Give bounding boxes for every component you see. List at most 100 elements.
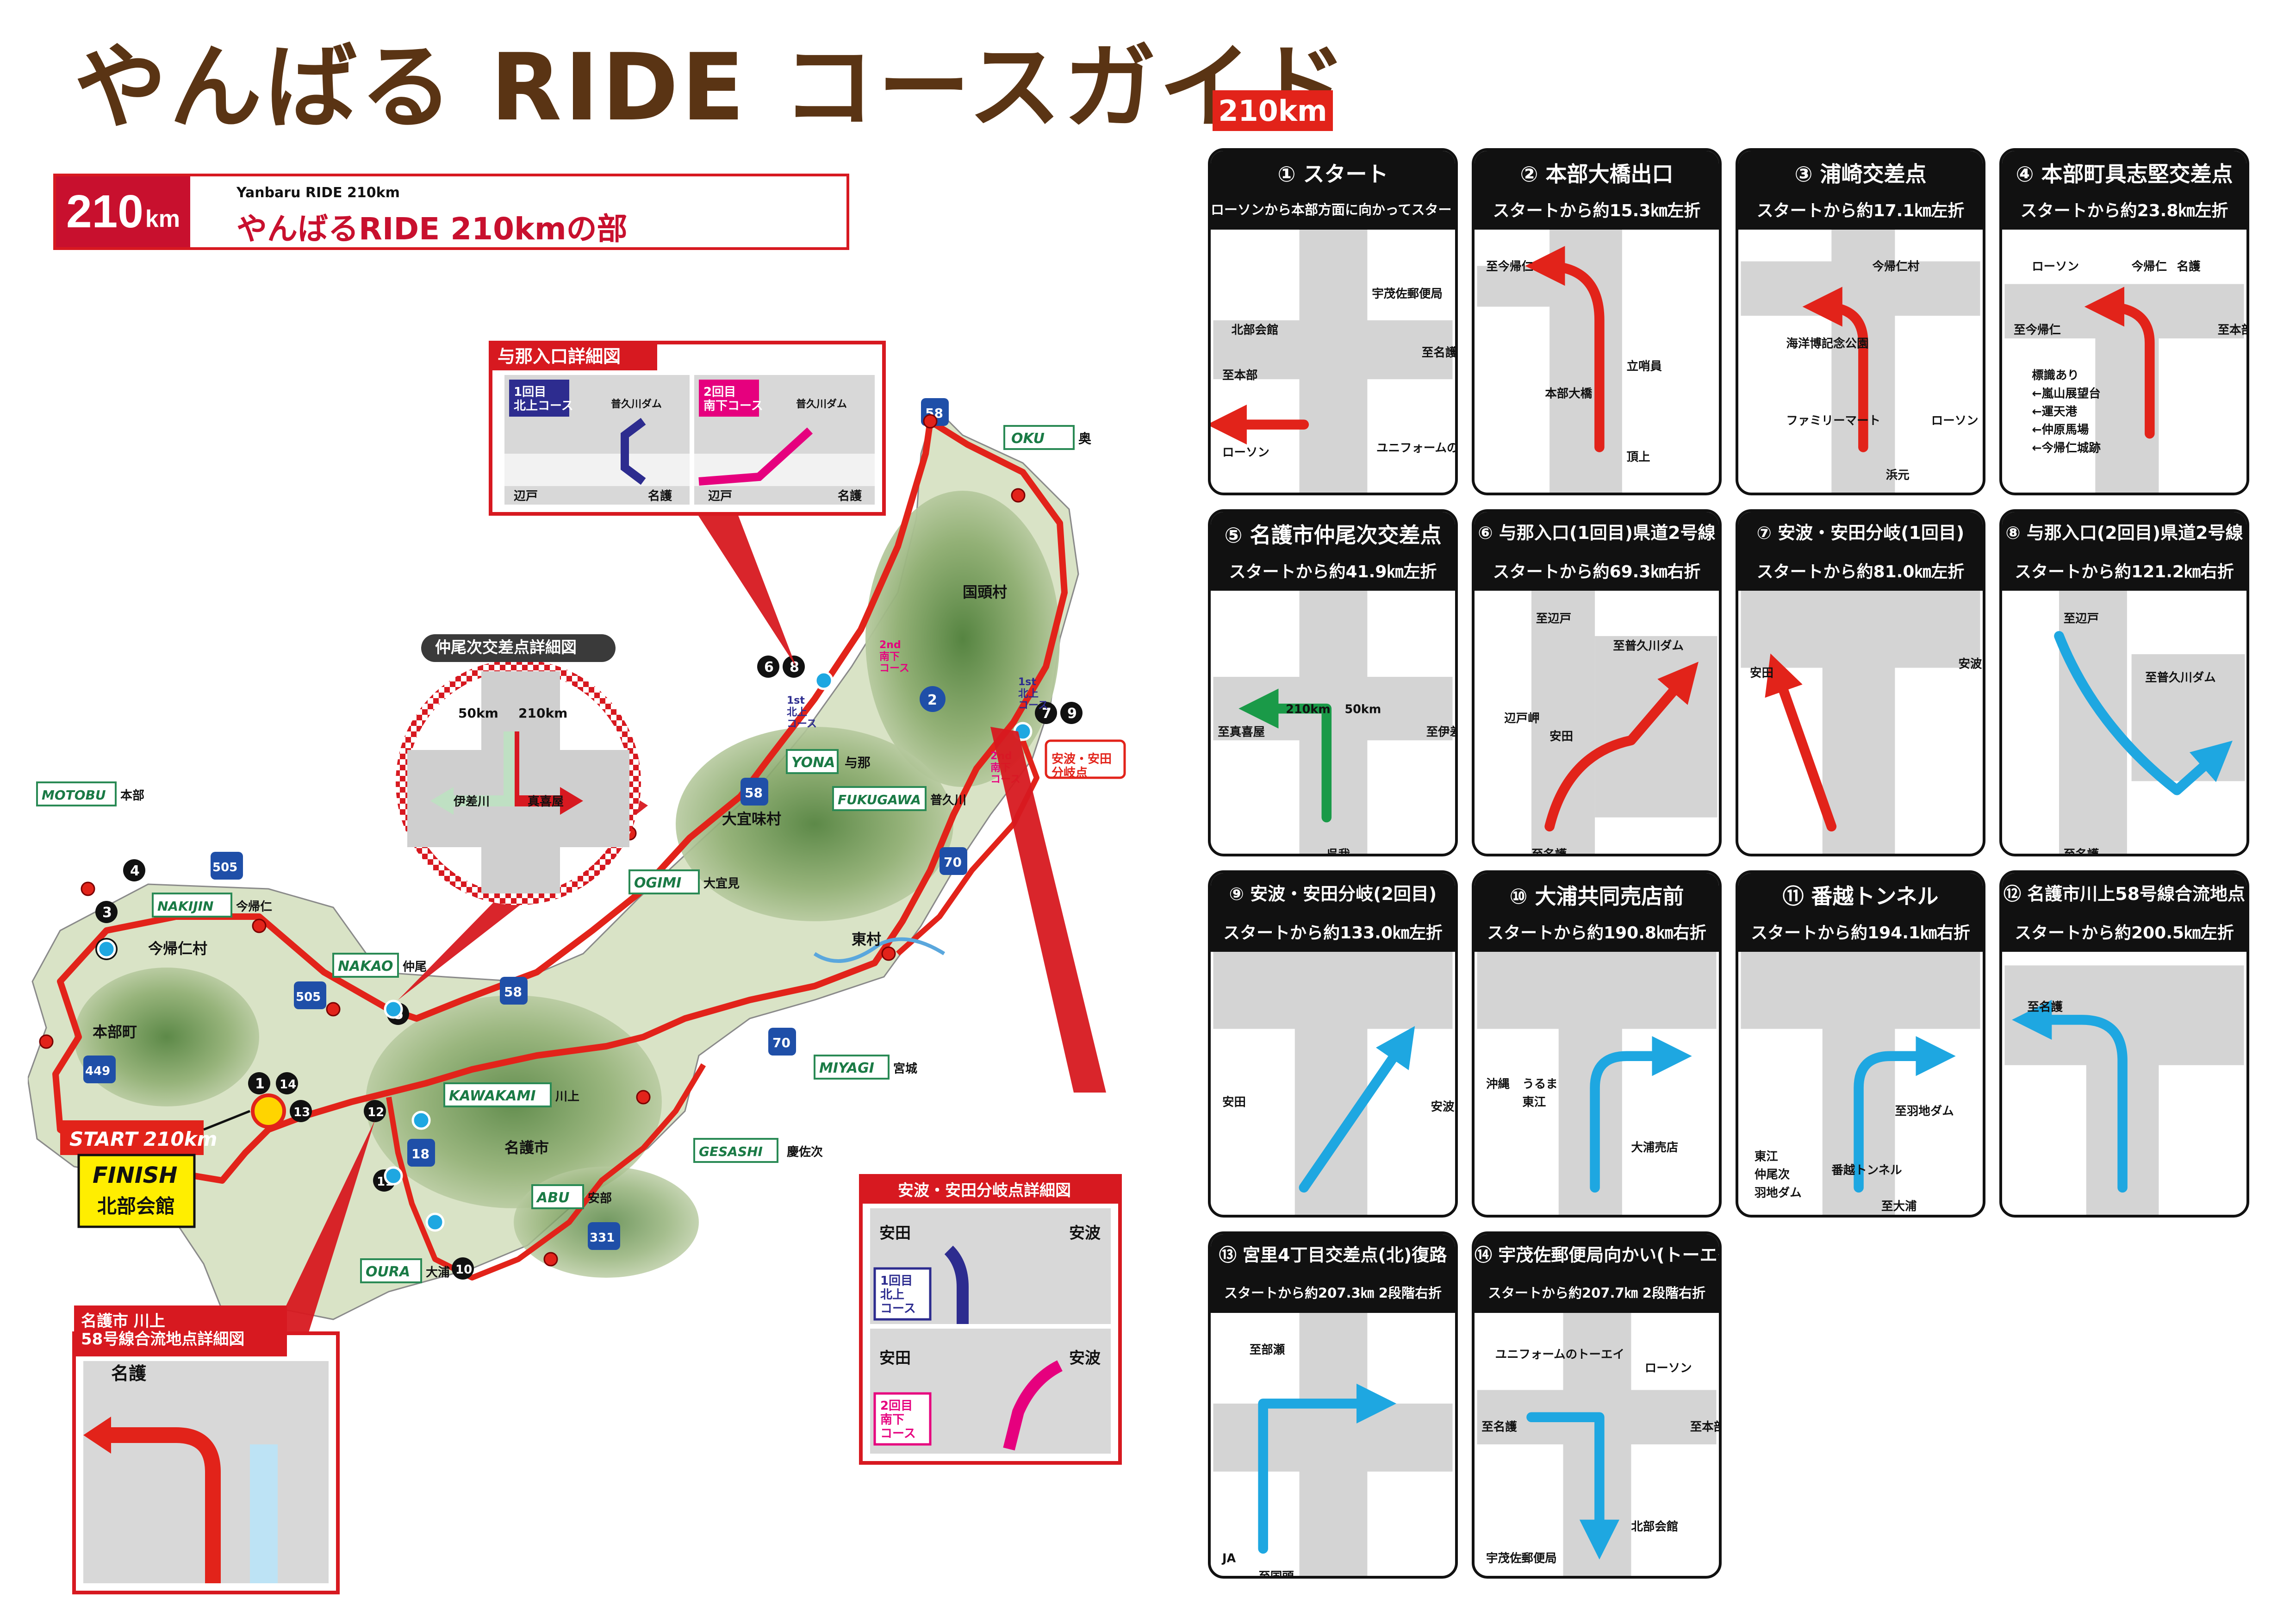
svg-text:名護: 名護 <box>111 1363 147 1384</box>
turn-card-label: 宇茂佐郵便局 <box>1372 287 1443 301</box>
svg-text:安波・安田分岐点: 安波・安田分岐点 <box>1052 752 1112 780</box>
svg-text:宮城: 宮城 <box>893 1062 917 1076</box>
turn-card-title: ③ 浦崎交差点 <box>1794 162 1927 187</box>
turn-card-label: 東江 <box>1755 1149 1778 1163</box>
svg-text:名護: 名護 <box>838 489 862 503</box>
turn-card-header: ⑭ 宇茂佐郵便局向かい(トーエイ)スタートから約207.7㎞ 2段階右折 <box>1475 1234 1719 1313</box>
checkpoint-9: 9 <box>1060 702 1083 724</box>
turn-card-header: ⑨ 安波・安田分岐(2回目)スタートから約133.0㎞左折 <box>1211 873 1455 952</box>
turn-card-subtitle: スタートから約207.7㎞ 2段階右折 <box>1487 1285 1705 1301</box>
checkpoint-4: 4 <box>123 859 145 881</box>
turn-card-label: 海洋博記念公園 <box>1786 337 1868 351</box>
inset-abaa: 安波・安田分岐点詳細図 安田 安波 安田 安波 1回目北上コース 2回目南下コー… <box>859 1174 1122 1465</box>
turn-card-title: ⑥ 与那入口(1回目)県道2号線 <box>1478 523 1716 543</box>
checkpoint-6: 6 <box>757 656 779 678</box>
place-nakao: NAKAO 仲尾 <box>332 953 427 978</box>
turn-card-header: ⑩ 大浦共同売店前スタートから約190.8㎞右折 <box>1475 873 1719 952</box>
route-arrow <box>1590 1036 1692 1193</box>
turn-card-label: 仲尾次 <box>1755 1168 1790 1182</box>
turn-card-label: ローソン <box>1645 1361 1692 1375</box>
mountains-motobu <box>74 968 259 1106</box>
turn-card-label: 至伊差川 <box>1426 725 1455 739</box>
turn-card-subtitle: スタートから約17.1㎞左折 <box>1756 201 1965 220</box>
turn-card-label: 至本部 <box>1222 369 1257 382</box>
svg-text:58: 58 <box>745 785 763 800</box>
course-route-east <box>896 739 1039 956</box>
route-arrow <box>1802 287 1868 452</box>
svg-text:名護: 名護 <box>648 489 672 503</box>
turn-card-label: 安波 <box>1431 1100 1455 1114</box>
turn-card-label: 210km <box>1286 702 1331 716</box>
turn-card-label: 至真喜屋 <box>1218 725 1265 739</box>
route-arrow <box>1299 1026 1415 1193</box>
distance-value: 210 <box>66 186 143 237</box>
turn-card-label: 沖縄 <box>1486 1077 1510 1091</box>
inset-yona-title: 与那入口詳細図 <box>498 346 621 367</box>
turn-card-header: ⑪ 番越トンネルスタートから約194.1㎞右折 <box>1738 873 1983 952</box>
turn-card-4: ④ 本部町具志堅交差点スタートから約23.8㎞左折ローソン今帰仁名護至今帰仁至本… <box>1999 148 2249 495</box>
turn-card-5: ⑤ 名護市仲尾次交差点スタートから約41.9㎞左折至真喜屋至伊差川210km50… <box>1208 509 1458 856</box>
turn-card-label: ←仲原馬場 <box>2032 423 2089 437</box>
checkpoint-3: 3 <box>95 901 118 923</box>
turn-card-label: 至今帰仁 <box>1486 260 1533 274</box>
svg-text:7: 7 <box>1042 706 1052 722</box>
turn-card-label: 名護 <box>2177 260 2201 274</box>
course-map: 国頭村 大宜味村 東村 名護市 本部町 今帰仁村 OKU 奥 YONA 与那 F… <box>28 341 1126 1594</box>
turn-card-title: ⑩ 大浦共同売店前 <box>1509 884 1684 909</box>
area-nakijin: 今帰仁村 <box>148 940 207 957</box>
turn-card-diagram: ユニフォームのトーエイローソン至名護至本部北部会館宇茂佐郵便局 <box>1477 1313 1719 1576</box>
svg-text:6: 6 <box>764 659 774 675</box>
svg-text:安波: 安波 <box>1069 1224 1101 1243</box>
turn-card-14: ⑭ 宇茂佐郵便局向かい(トーエイ)スタートから約207.7㎞ 2段階右折ユニフォ… <box>1472 1231 1722 1579</box>
turn-card-header: ② 本部大橋出口スタートから約15.3㎞左折 <box>1475 151 1719 230</box>
svg-text:ABU: ABU <box>536 1190 569 1206</box>
svg-text:210km: 210km <box>143 1128 217 1150</box>
svg-text:MOTOBU: MOTOBU <box>42 787 106 803</box>
svg-text:10: 10 <box>455 1263 472 1277</box>
turn-card-12: ⑫ 名護市川上58号線合流地点スタートから約200.5㎞左折至名護 <box>1999 870 2249 1218</box>
mountains-north <box>865 491 1060 787</box>
turn-card-subtitle: スタートから約194.1㎞右折 <box>1751 924 1970 943</box>
turn-card-title: ⑨ 安波・安田分岐(2回目) <box>1229 884 1437 904</box>
svg-text:今帰仁: 今帰仁 <box>236 899 272 914</box>
banner-subtitle: Yanbaru RIDE 210km <box>236 185 400 201</box>
turn-card-label: 至羽地ダム <box>1895 1105 1954 1118</box>
svg-text:449: 449 <box>85 1064 110 1078</box>
checkpoint-12: 12 <box>364 1100 386 1122</box>
turn-card-header: ① スタートローソンから本部方面に向かってスタート <box>1211 151 1455 230</box>
turn-card-diagram: ローソン今帰仁名護至今帰仁至本部標識あり←嵐山展望台←運天港←仲原馬場←今帰仁城… <box>2004 260 2246 493</box>
svg-text:本部: 本部 <box>120 789 144 803</box>
turn-card-label: 至本部 <box>1690 1420 1719 1434</box>
svg-text:2回目南下コース: 2回目南下コース <box>703 385 763 413</box>
svg-text:普久川: 普久川 <box>930 793 966 807</box>
svg-text:2: 2 <box>927 692 937 708</box>
svg-text:50km: 50km <box>458 706 498 721</box>
turn-card-2: ② 本部大橋出口スタートから約15.3㎞左折至今帰仁立哨員本部大橋頂上 <box>1472 148 1722 495</box>
turn-card-label: JA <box>1221 1552 1236 1566</box>
place-motobu: MOTOBU 本部 <box>36 781 144 806</box>
svg-text:1回目北上コース: 1回目北上コース <box>880 1274 916 1316</box>
svg-text:OKU: OKU <box>1011 431 1045 447</box>
turn-card-header: ⑤ 名護市仲尾次交差点スタートから約41.9㎞左折 <box>1211 512 1455 591</box>
area-nago: 名護市 <box>504 1139 549 1156</box>
turn-card-label: 羽地ダム <box>1755 1186 1802 1200</box>
turn-card-title: ⑤ 名護市仲尾次交差点 <box>1224 523 1442 548</box>
turn-card-label: 安波 <box>1959 657 1982 671</box>
start-finish-marker: START 210km FINISH 北部会館 <box>60 1093 286 1228</box>
turn-card-label: 至普久川ダム <box>1613 639 1684 653</box>
turn-card-title: ② 本部大橋出口 <box>1520 162 1674 187</box>
svg-text:仲尾: 仲尾 <box>403 960 427 974</box>
section-tag: 210km <box>1213 90 1333 131</box>
svg-text:505: 505 <box>212 861 237 874</box>
mountains-central <box>676 727 953 921</box>
route-arrow <box>1526 1412 1619 1560</box>
turn-card-label: 至普久川ダム <box>2145 671 2216 685</box>
turn-card-subtitle: スタートから約207.3㎞ 2段階右折 <box>1224 1285 1442 1301</box>
river <box>813 937 946 963</box>
turn-card-label: 北部会館 <box>1232 323 1279 337</box>
place-yona: YONA 与那 <box>786 749 871 774</box>
